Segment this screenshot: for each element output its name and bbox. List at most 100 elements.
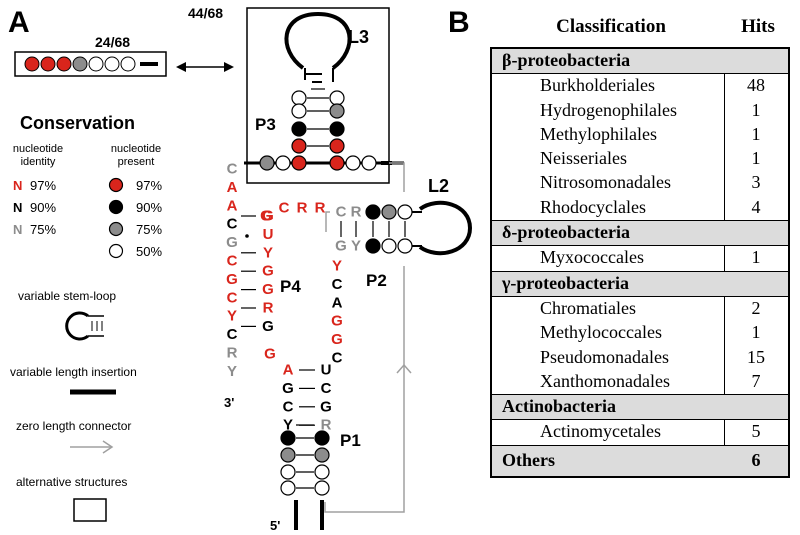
p1-right-dot: [314, 430, 330, 446]
connector-right: [324, 266, 405, 513]
row-name: Burkholderiales: [540, 75, 655, 96]
p2-nt: C: [336, 204, 347, 221]
five-prime-label: 5': [270, 518, 280, 533]
stem-loop-icon: [65, 311, 104, 341]
table-group-row: Actinobacteria: [492, 395, 788, 420]
legend-alt-structures-label: alternative structures: [16, 475, 127, 489]
row-name: Xanthomonadales: [540, 370, 670, 391]
p2-bottom-nt: [365, 238, 381, 254]
p3-base-row: [244, 155, 404, 171]
left-strand-nt: Y: [227, 308, 237, 325]
row-hits: 15: [747, 346, 765, 367]
left-strand-nt: C: [227, 289, 238, 306]
row-separator: [492, 394, 788, 396]
identity-pct: 97%: [30, 178, 56, 193]
alt-structures-icon: [73, 498, 107, 522]
table-header: Classification Hits: [490, 16, 788, 73]
p1-right-nt: G: [320, 398, 332, 415]
left-strand-nt: A: [227, 179, 238, 196]
row-name: Others: [502, 449, 555, 470]
legend-zero-connector-label: zero length connector: [16, 419, 131, 433]
inset-box: [14, 51, 167, 77]
loop-nt: C: [279, 200, 290, 217]
box-fraction: 44/68: [188, 5, 223, 21]
row-separator: [492, 73, 788, 75]
inset-alt-structure: 24/68: [14, 34, 167, 77]
p3-left-nt: [291, 90, 307, 106]
loop-nt: R: [315, 200, 326, 217]
zero-connector-icon: [70, 440, 114, 454]
inset-nt-5: [88, 56, 104, 72]
base-nt: [329, 155, 345, 171]
p1-right-dot: [314, 480, 330, 496]
left-strand-nt: C: [227, 161, 238, 178]
row-name: Pseudomonadales: [540, 346, 669, 367]
row-hits: 1: [751, 247, 761, 268]
row-name: Methylococcales: [540, 322, 662, 343]
base-nt: [259, 155, 275, 171]
p1-right-nt: R: [321, 417, 332, 434]
row-separator: [492, 444, 788, 446]
inset-nt-1: [24, 56, 40, 72]
present-pct: 97%: [136, 178, 162, 193]
p2-strand-nt: C: [332, 350, 343, 367]
present-pct: 75%: [136, 222, 162, 237]
legend-present-header: nucleotide present: [110, 143, 162, 168]
panel-a-letter: A: [8, 6, 30, 39]
p2-strand-nt: C: [332, 276, 343, 293]
row-hits: 4: [751, 196, 761, 217]
p2-top-nt: [365, 204, 381, 220]
l3-loop: [284, 11, 352, 70]
p2-top-nt: [397, 204, 413, 220]
left-strand-nt: Y: [227, 363, 237, 380]
p2-nt: G: [335, 238, 347, 255]
three-prime-label: 3': [224, 395, 234, 410]
p4-wobble-dot: [245, 234, 249, 238]
row-separator: [492, 220, 788, 222]
present-dot: [108, 177, 124, 193]
row-name: Actinobacteria: [502, 396, 616, 417]
base-nt: [275, 155, 291, 171]
connector-arrowhead: [396, 363, 412, 374]
p3-right-nt: [329, 103, 345, 119]
left-strand-nt: C: [227, 253, 238, 270]
p2-connector: [325, 211, 330, 232]
inset-fraction: 24/68: [95, 34, 130, 50]
table-row: Methylophilales 1: [492, 123, 788, 147]
p3-right-nt: [329, 121, 345, 137]
table-group-row: δ-proteobacteria: [492, 221, 788, 246]
p1-left-nt: C: [283, 398, 294, 415]
row-name: Myxococcales: [540, 247, 644, 268]
p2-strand-nt: G: [331, 331, 343, 348]
row-name: Hydrogenophilales: [540, 99, 677, 120]
row-name: Methylophilales: [540, 123, 657, 144]
legend-length-insertion-label: variable length insertion: [10, 365, 137, 379]
left-strand-nt: G: [226, 234, 238, 251]
p1-left-dot: [280, 430, 296, 446]
present-pct: 50%: [136, 244, 162, 259]
p3-left-nt: [291, 121, 307, 137]
row-hits: 1: [751, 99, 761, 120]
base-nt: [345, 155, 361, 171]
p1-left-nt: Y: [283, 417, 293, 434]
row-separator: [492, 295, 788, 297]
inset-nt-3: [56, 56, 72, 72]
row-hits: 1: [751, 123, 761, 144]
legend-identity-header: nucleotide identity: [12, 143, 64, 168]
row-name: γ-proteobacteria: [502, 272, 630, 293]
p3-right-nt: [329, 90, 345, 106]
p4-right-nt: G: [262, 263, 274, 280]
identity-letter: N: [13, 222, 22, 237]
row-hits: 48: [747, 75, 765, 96]
row-name: Nitrosomonadales: [540, 172, 671, 193]
p3-left-nt: [291, 138, 307, 154]
